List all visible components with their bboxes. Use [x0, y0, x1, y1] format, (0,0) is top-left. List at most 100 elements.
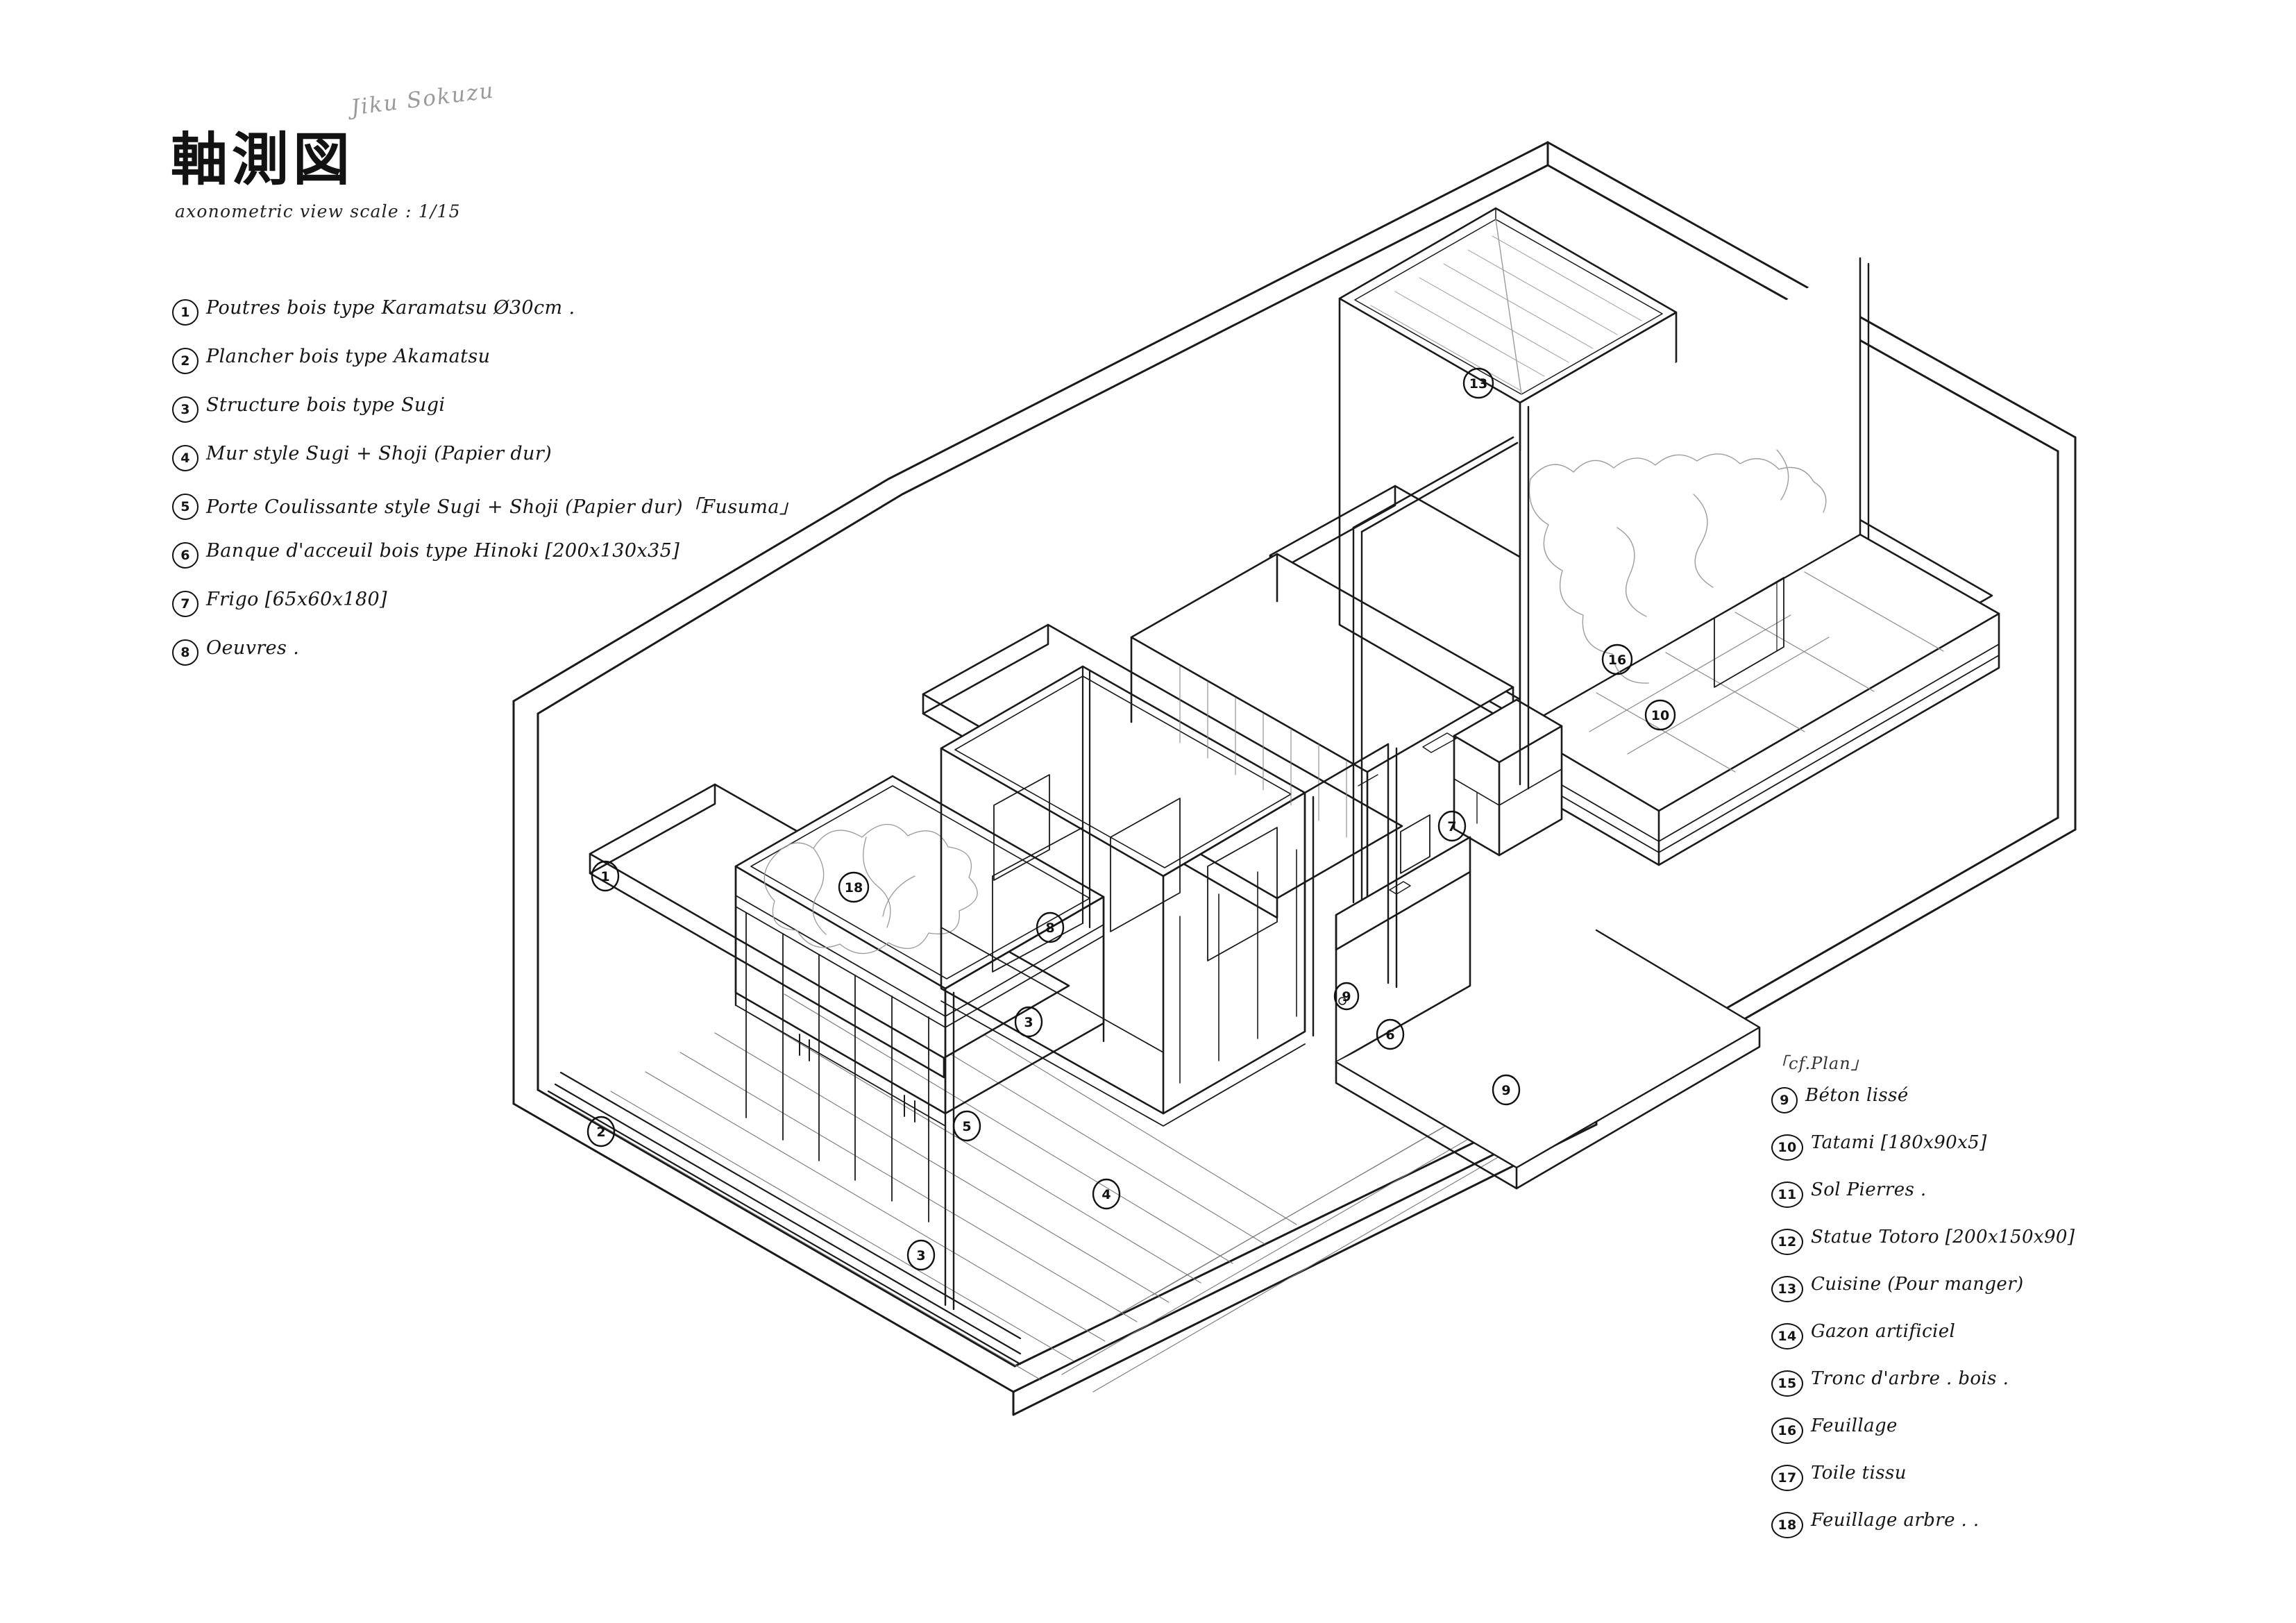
legend-item: 18 Feuillage arbre . . [1771, 1510, 2075, 1538]
room-block-centre [940, 665, 1306, 1127]
legend-right-header: 「cf.Plan」 [1771, 1054, 1868, 1073]
shoji-wall-right [1179, 849, 1297, 1084]
legend-number: 10 [1771, 1134, 1803, 1161]
legend-item: 15 Tronc d'arbre . bois . [1771, 1368, 2075, 1397]
wood-floor-planks [575, 955, 1297, 1381]
legend-text: Tatami [180x90x5] [1811, 1132, 1987, 1153]
svg-text:6: 6 [1385, 1027, 1394, 1043]
room-block-back [1130, 553, 1514, 904]
svg-text:13: 13 [1469, 376, 1487, 392]
beam-karamatsu-left [589, 783, 1070, 1079]
front-floor-planks [1061, 1038, 1597, 1393]
callout-9-edge: 9 [1333, 982, 1360, 1011]
legend-text: Porte Coulissante style Sugi + Shoji (Pa… [206, 496, 799, 518]
legend-item: 11 Sol Pierres . [1771, 1179, 2075, 1208]
structure-posts-sugi [734, 401, 1530, 1311]
legend-number: 17 [1771, 1465, 1803, 1491]
callout-2: 2 [586, 1116, 616, 1147]
svg-text:3: 3 [916, 1248, 925, 1263]
door-pull-handles [799, 1034, 915, 1122]
callout-7: 7 [1437, 810, 1467, 842]
legend-number: 12 [1771, 1229, 1803, 1255]
legend-text: Cuisine (Pour manger) [1811, 1274, 2024, 1295]
legend-number: 14 [1771, 1323, 1803, 1349]
room-block-left [734, 775, 1105, 1222]
beam-karamatsu-mid [922, 623, 1403, 919]
structure-post-sugi [1081, 665, 1091, 929]
concrete-slab [1335, 929, 1761, 1190]
legend-text: Plancher bois type Akamatsu [206, 346, 491, 367]
svg-text:9: 9 [1501, 1083, 1510, 1098]
callout-3-post: 3 [1014, 1006, 1043, 1038]
back-wall-openings [993, 774, 1050, 881]
kitchen-volume [1338, 207, 1678, 730]
svg-text:1: 1 [600, 869, 609, 884]
legend-number: 1 [172, 299, 199, 326]
legend-item: 1 Poutres bois type Karamatsu Ø30cm . [172, 297, 798, 326]
legend-text: Feuillage [1811, 1415, 1898, 1436]
legend-text: Frigo [65x60x180] [206, 589, 387, 610]
legend-text: Béton lissé [1805, 1085, 1909, 1106]
legend-number: 2 [172, 348, 199, 374]
legend-item: 17 Toile tissu [1771, 1463, 2075, 1491]
legend-item: 16 Feuillage [1771, 1415, 2075, 1444]
legend-text: Tronc d'arbre . bois . [1811, 1368, 2009, 1389]
beam-karamatsu-right [1269, 485, 1750, 780]
callout-9-slab: 9 [1492, 1074, 1521, 1106]
svg-text:5: 5 [962, 1119, 971, 1134]
partition-wall-tall [1352, 436, 1519, 908]
foliage-scribble-roof [763, 823, 978, 955]
callout-18: 18 [838, 871, 870, 903]
title-block: 軸測図 axonometric view scale : 1/15 [171, 127, 461, 222]
svg-text:9: 9 [1342, 989, 1351, 1004]
legend-item: 4 Mur style Sugi + Shoji (Papier dur) [172, 443, 798, 471]
legend-item: 12 Statue Totoro [200x150x90] [1771, 1227, 2075, 1255]
legend-text: Mur style Sugi + Shoji (Papier dur) [206, 443, 552, 464]
svg-text:4: 4 [1101, 1187, 1111, 1202]
page-title-cjk: 軸測図 [171, 127, 355, 193]
tatami-joints [1589, 571, 1944, 773]
legend-number: 16 [1771, 1418, 1803, 1444]
legend-item: 2 Plancher bois type Akamatsu [172, 346, 798, 374]
reception-desk-hinoki [1335, 814, 1471, 1063]
legend-item: 13 Cuisine (Pour manger) [1771, 1274, 2075, 1302]
pencil-romanization-note: Jiku Sokuzu [349, 78, 496, 121]
legend-number: 15 [1771, 1370, 1803, 1397]
legend-right: 「cf.Plan」 9 Béton lissé 10 Tatami [180x9… [1771, 1050, 2075, 1557]
legend-number: 13 [1771, 1276, 1803, 1302]
artwork-panel [992, 798, 1278, 973]
legend-number: 7 [172, 591, 199, 617]
callout-1: 1 [591, 860, 620, 892]
legend-text: Banque d'acceuil bois type Hinoki [200x1… [206, 540, 680, 562]
svg-text:16: 16 [1608, 653, 1626, 668]
callout-10: 10 [1644, 699, 1676, 731]
page-subtitle: axonometric view scale : 1/15 [175, 201, 461, 221]
legend-item: 8 Oeuvres . [172, 637, 798, 666]
legend-item: 14 Gazon artificiel [1771, 1321, 2075, 1349]
callout-3-corner: 3 [906, 1239, 936, 1271]
svg-text:18: 18 [845, 880, 863, 895]
legend-item: 7 Frigo [65x60x180] [172, 589, 798, 617]
deck-rails [547, 1071, 1022, 1365]
beam-karamatsu-far-right [1651, 471, 1993, 689]
legend-number: 3 [172, 396, 199, 423]
svg-text:2: 2 [596, 1125, 605, 1140]
svg-text:3: 3 [1024, 1015, 1033, 1030]
legend-number: 11 [1771, 1181, 1803, 1208]
right-wing-platform [1519, 257, 2000, 866]
statue-totoro [1400, 814, 1430, 874]
svg-text:8: 8 [1045, 920, 1054, 936]
legend-left: 1 Poutres bois type Karamatsu Ø30cm . 2 … [172, 297, 798, 686]
callout-8: 8 [1036, 911, 1065, 943]
svg-text:10: 10 [1651, 708, 1669, 723]
legend-number: 5 [172, 494, 199, 520]
svg-text:7: 7 [1447, 819, 1456, 834]
legend-text: Gazon artificiel [1811, 1321, 1956, 1342]
legend-text: Structure bois type Sugi [206, 394, 446, 416]
legend-item: 9 Béton lissé [1771, 1085, 2075, 1113]
legend-text: Toile tissu [1811, 1463, 1907, 1483]
legend-text: Oeuvres . [206, 637, 300, 659]
callout-6: 6 [1376, 1018, 1405, 1050]
legend-number: 18 [1771, 1512, 1803, 1538]
